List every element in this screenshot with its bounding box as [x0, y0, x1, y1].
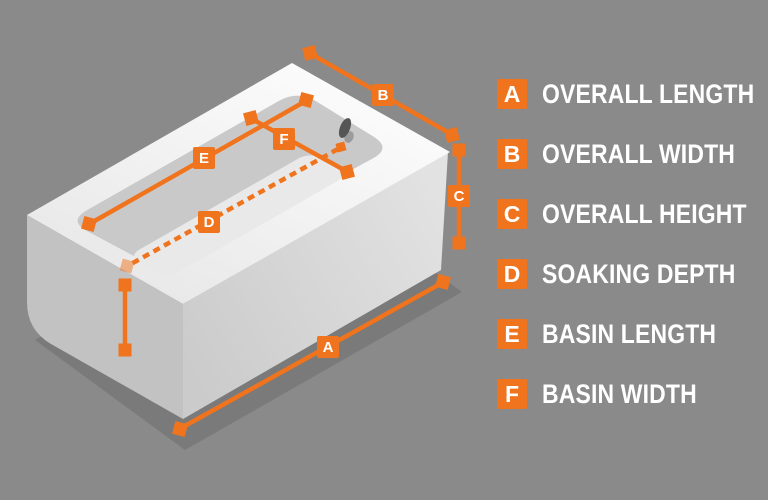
dimension-line-f — [250, 117, 348, 173]
tub-left-face — [27, 215, 183, 419]
legend-label-soaking-depth: SOAKING DEPTH — [542, 258, 736, 289]
drain-icon — [338, 118, 354, 143]
dimension-line-a — [181, 282, 442, 429]
basin-floor — [134, 155, 344, 275]
legend-item-soaking-depth: D SOAKING DEPTH — [497, 259, 768, 289]
dimension-label-d: D — [198, 211, 220, 233]
legend-item-overall-length: A OVERALL LENGTH — [497, 79, 768, 109]
dimension-label-c: C — [448, 185, 470, 207]
legend-badge-f: F — [497, 379, 527, 409]
legend-item-basin-width: F BASIN WIDTH — [497, 379, 768, 409]
dimension-line-d-dashed — [129, 147, 340, 266]
dimension-label-a: A — [317, 336, 339, 358]
dimension-label-b: B — [372, 84, 394, 106]
legend-badge-d: D — [497, 259, 527, 289]
legend: A OVERALL LENGTH B OVERALL WIDTH C OVERA… — [497, 79, 768, 409]
legend-item-basin-length: E BASIN LENGTH — [497, 319, 768, 349]
legend-label-overall-height: OVERALL HEIGHT — [542, 198, 747, 229]
dimension-label-e: E — [193, 147, 215, 169]
dimension-label-f: F — [273, 128, 295, 150]
legend-badge-c: C — [497, 199, 527, 229]
legend-badge-a: A — [497, 79, 527, 109]
legend-badge-e: E — [497, 319, 527, 349]
legend-label-overall-width: OVERALL WIDTH — [542, 138, 736, 169]
legend-item-overall-width: B OVERALL WIDTH — [497, 139, 768, 169]
legend-label-overall-length: OVERALL LENGTH — [542, 78, 755, 109]
legend-label-basin-width: BASIN WIDTH — [542, 378, 697, 409]
dimension-line-caps — [81, 45, 466, 437]
tub-front-face — [183, 152, 448, 419]
basin-walls — [77, 95, 383, 267]
legend-label-basin-length: BASIN LENGTH — [542, 318, 717, 349]
legend-item-overall-height: C OVERALL HEIGHT — [497, 199, 768, 229]
legend-badge-b: B — [497, 139, 527, 169]
